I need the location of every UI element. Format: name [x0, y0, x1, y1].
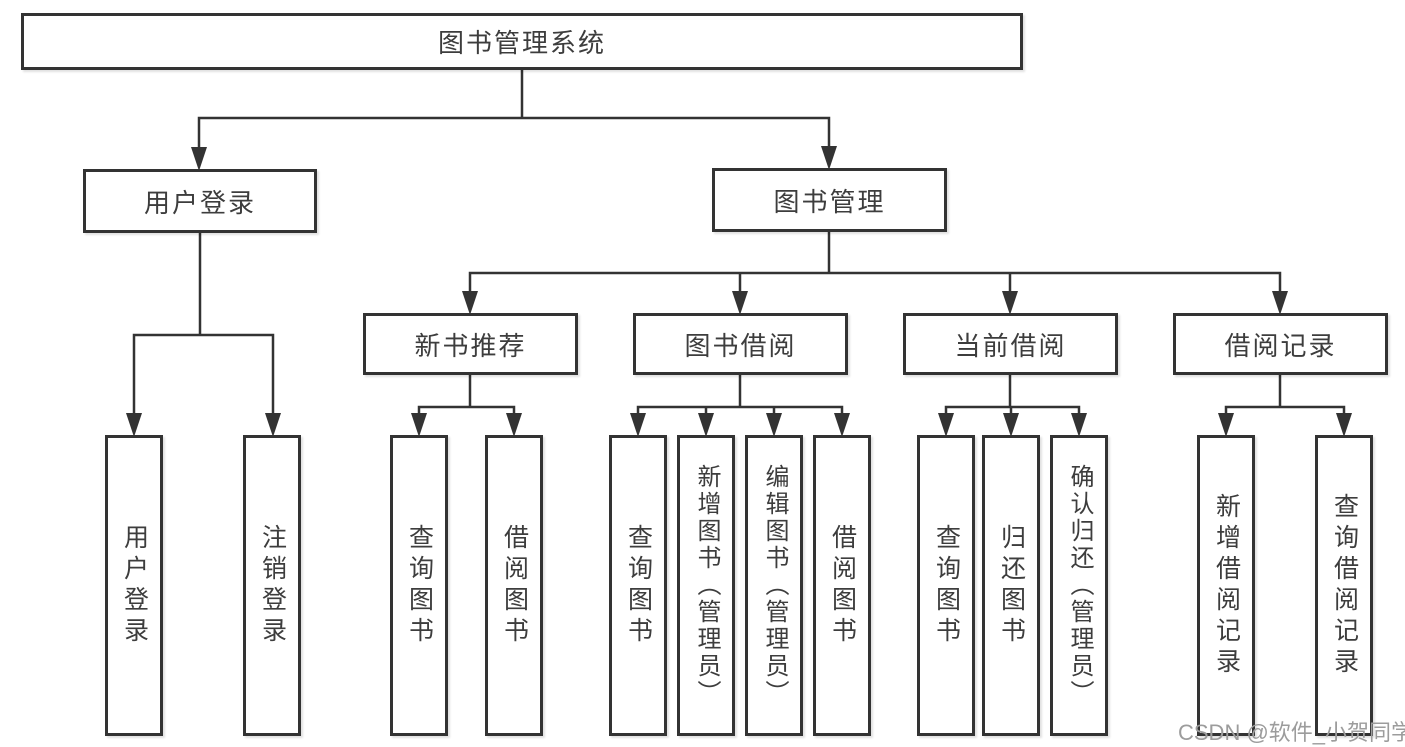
leaf-edit-book-admin-label: 编辑图书（管理员）: [761, 464, 788, 707]
leaf-query-borrow-record: 查询借阅记录: [1315, 435, 1373, 736]
leaf-query-books-recommend: 查询图书: [390, 435, 448, 736]
leaf-edit-book-admin: 编辑图书（管理员）: [745, 435, 803, 736]
leaf-query-books-borrowing-label: 查询图书: [624, 523, 653, 648]
node-book-borrowing-label: 图书借阅: [684, 330, 797, 361]
node-book-management-label: 图书管理: [773, 186, 886, 217]
node-root-label: 图书管理系统: [437, 28, 606, 58]
leaf-user-login-label: 用户登录: [120, 523, 149, 648]
node-borrowing-records: 借阅记录: [1173, 313, 1388, 375]
leaf-confirm-return-admin: 确认归还（管理员）: [1050, 435, 1108, 736]
leaf-confirm-return-admin-label: 确认归还（管理员）: [1066, 464, 1093, 707]
leaf-logout-label: 注销登录: [258, 523, 287, 648]
leaf-add-book-admin: 新增图书（管理员）: [677, 435, 735, 736]
arrowhead-icons: [126, 146, 1352, 437]
watermark: CSDN @软件_小贺同学: [1178, 720, 1405, 745]
node-book-borrowing: 图书借阅: [633, 313, 848, 375]
node-new-book-recommend-label: 新书推荐: [414, 330, 527, 361]
leaf-query-books-recommend-label: 查询图书: [405, 523, 434, 648]
leaf-query-books-borrowing: 查询图书: [609, 435, 667, 736]
leaf-borrow-books-recommend: 借阅图书: [485, 435, 543, 736]
node-user-login: 用户登录: [83, 169, 317, 233]
leaf-borrow-books-borrowing-label: 借阅图书: [828, 523, 857, 648]
leaf-return-books-label: 归还图书: [997, 523, 1026, 648]
leaf-user-login: 用户登录: [105, 435, 163, 736]
leaf-add-borrow-record: 新增借阅记录: [1197, 435, 1255, 736]
node-borrowing-records-label: 借阅记录: [1224, 330, 1337, 361]
node-current-borrowing-label: 当前借阅: [954, 330, 1067, 361]
node-current-borrowing: 当前借阅: [903, 313, 1118, 375]
node-book-management: 图书管理: [712, 168, 947, 232]
leaf-return-books: 归还图书: [982, 435, 1040, 736]
leaf-query-books-current-label: 查询图书: [932, 523, 961, 648]
leaf-query-borrow-record-label: 查询借阅记录: [1330, 492, 1359, 679]
leaf-borrow-books-recommend-label: 借阅图书: [500, 523, 529, 648]
node-root: 图书管理系统: [21, 13, 1023, 70]
node-user-login-label: 用户登录: [143, 187, 256, 218]
leaf-add-book-admin-label: 新增图书（管理员）: [693, 464, 720, 707]
leaf-query-books-current: 查询图书: [917, 435, 975, 736]
leaf-add-borrow-record-label: 新增借阅记录: [1212, 492, 1241, 679]
leaf-logout: 注销登录: [243, 435, 301, 736]
leaf-borrow-books-borrowing: 借阅图书: [813, 435, 871, 736]
node-new-book-recommend: 新书推荐: [363, 313, 578, 375]
